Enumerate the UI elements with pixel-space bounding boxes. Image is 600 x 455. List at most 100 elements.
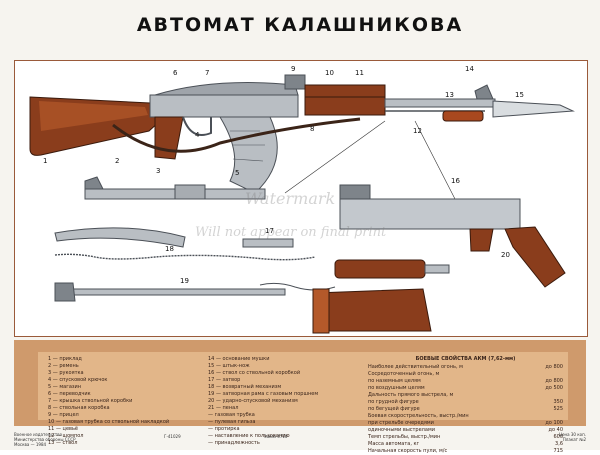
legend-item: 8 — ствольная коробка — [48, 405, 110, 411]
callout-18: 18 — [165, 245, 174, 253]
legend-item: 10 — газовая трубка со ствольной накладк… — [48, 419, 170, 425]
legend-item: 17 — затвор — [208, 377, 241, 383]
callout-5: 5 — [235, 169, 239, 177]
spec-label: по бегущей фигуре — [368, 406, 420, 412]
part-barrel-receiver — [339, 198, 521, 230]
magazine — [219, 116, 278, 194]
callout-19: 19 — [180, 277, 189, 285]
legend-item: 2 — ремень — [48, 363, 79, 369]
part-bolt-carrier-head — [54, 282, 76, 302]
legend-item: 21 — пенал — [208, 405, 239, 411]
legend-item: 14 — основание мушки — [208, 356, 270, 362]
part-front-block — [174, 184, 206, 200]
spec-label: Боевая скорострельность, выстр./мин — [368, 413, 469, 419]
spec-value: до 100 — [545, 420, 563, 426]
spec-value: 600 — [553, 434, 563, 440]
legend-item: 13 — ствол — [48, 440, 78, 446]
bayonet-handle — [442, 110, 484, 122]
footer-price: Цена 30 коп. Плакат №2 — [558, 432, 586, 442]
lower-handguard — [304, 96, 386, 116]
specs-heading: БОЕВЫЕ СВОЙСТВА АКМ (7,62-мм) — [415, 356, 516, 362]
poster-title: АВТОМАТ КАЛАШНИКОВА — [136, 14, 464, 36]
spec-label: Наиболее действительный огонь, м — [368, 364, 463, 370]
part-receiver-sight — [339, 184, 371, 200]
callout-12: 12 — [413, 127, 422, 135]
callout-4: 4 — [195, 131, 200, 139]
callout-8: 8 — [310, 125, 314, 133]
spec-row: по грудной фигуре 350 — [368, 399, 563, 406]
part-bolt-carrier — [54, 288, 286, 296]
spec-row: Боевая скорострельность, выстр./мин — [368, 413, 563, 420]
part-receiver-cover — [54, 227, 186, 248]
spec-value: до 500 — [545, 385, 563, 391]
footer-publisher: Военное издательство Министерства оборон… — [14, 432, 76, 447]
callout-15: 15 — [515, 91, 524, 99]
spec-row: по воздушным целям до 500 — [368, 385, 563, 392]
legend-item: — газовая трубка — [208, 412, 255, 418]
receiver-cover — [154, 82, 299, 96]
spec-label: Начальная скорость пули, м/с — [368, 448, 448, 454]
callout-13: 13 — [445, 91, 454, 99]
stock-highlight — [39, 101, 148, 131]
callout-16: 16 — [451, 177, 460, 185]
part-gas-block — [84, 176, 104, 190]
spec-label: по грудной фигуре — [368, 399, 419, 405]
part-rear-stock — [504, 226, 566, 288]
legend-item: 12 — шомпол — [48, 433, 84, 439]
legend-item: 19 — затворная рама с газовым поршнем — [208, 391, 319, 397]
legend-item: 20 — ударно-спусковой механизм — [208, 398, 298, 404]
legend-item: 11 — цевьё — [48, 426, 78, 432]
spec-label: Масса автомата, кг — [368, 441, 420, 447]
callout-17: 17 — [265, 227, 274, 235]
spec-value: 715 — [553, 448, 563, 454]
barrel — [384, 98, 496, 108]
assembled-rifle — [29, 74, 575, 194]
callout-11: 11 — [355, 69, 364, 77]
callout-20: 20 — [501, 251, 510, 259]
watermark-line2: Will not appear on final print — [195, 225, 387, 240]
legend-item: — протирка — [208, 426, 240, 432]
spec-value: 350 — [553, 399, 563, 405]
trigger-guard — [182, 116, 212, 136]
part-upper-handguard — [334, 259, 426, 279]
spec-value: до 800 — [545, 378, 563, 384]
spec-label: Дальность прямого выстрела, м — [368, 392, 454, 398]
part-recoil-spring — [54, 253, 316, 261]
part-grip — [469, 228, 494, 252]
spec-label: по воздушным целям — [368, 385, 425, 391]
rear-sight — [284, 74, 306, 90]
sling — [112, 117, 361, 153]
legend-item: 4 — спусковой крючок — [48, 377, 108, 383]
front-sight — [474, 84, 494, 100]
spec-value: до 40 — [548, 427, 563, 433]
spec-row: Начальная скорость пули, м/с 715 — [368, 448, 563, 455]
legend-item: 5 — магазин — [48, 384, 82, 390]
footer-order: Заказ 4710 — [264, 434, 288, 439]
gas-tube-handguard — [304, 84, 386, 98]
receiver — [149, 94, 299, 118]
callout-7: 7 — [205, 69, 209, 77]
legend-item: — принадлежность — [208, 440, 260, 446]
spec-row: по бегущей фигуре 525 — [368, 406, 563, 413]
legend-item: 18 — возвратный механизм — [208, 384, 282, 390]
legend-item: — наставление к пользованию — [208, 433, 290, 439]
legend-item: 6 — переводчик — [48, 391, 91, 397]
spec-row: Темп стрельбы, выстр./мин 600 — [368, 434, 563, 441]
spec-label: одиночными выстрелами — [368, 427, 435, 433]
spec-value: 3,6 — [555, 441, 563, 447]
callout-1: 1 — [43, 157, 47, 165]
part-lower-handguard-band — [312, 288, 330, 334]
spec-label: по наземным целям — [368, 378, 421, 384]
spec-value: 525 — [553, 406, 563, 412]
callout-10: 10 — [325, 69, 334, 77]
legend-item: 16 — ствол со ствольной коробкой — [208, 370, 301, 376]
legend-item: 9 — прицел — [48, 412, 79, 418]
spec-label: Темп стрельбы, выстр./мин — [368, 434, 441, 440]
spec-row: Сосредоточенный огонь, м — [368, 371, 563, 378]
callout-9: 9 — [291, 65, 295, 73]
spec-row: Масса автомата, кг 3,6 — [368, 441, 563, 448]
